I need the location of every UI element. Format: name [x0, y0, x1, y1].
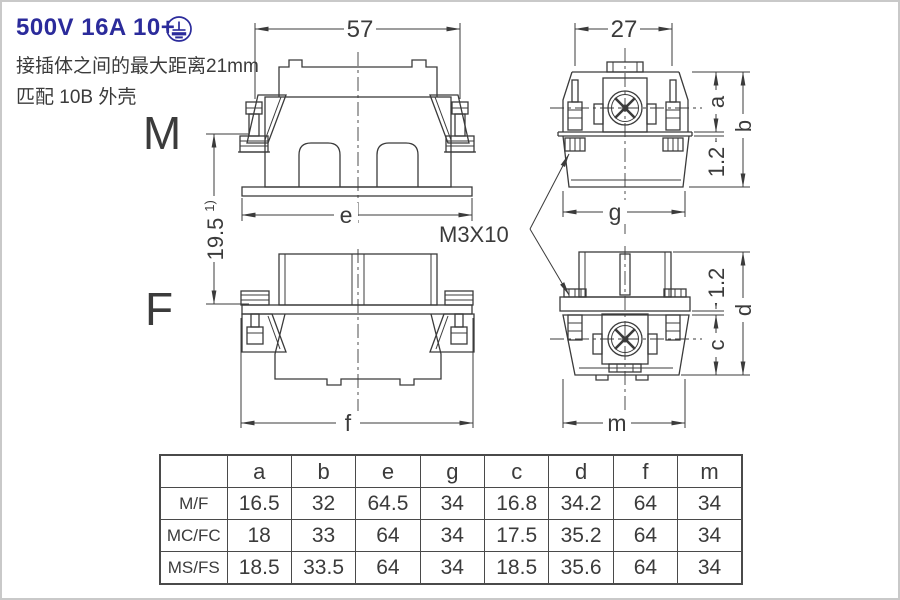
dim-value: 34: [419, 519, 486, 552]
male-view-label: M: [143, 107, 181, 159]
table-row: MC/FC 18 33 64 34 17.5 35.2 64 34: [159, 519, 743, 552]
male-side-view: 57 e: [238, 16, 476, 228]
col-header: f: [612, 454, 679, 488]
col-header: b: [290, 454, 357, 488]
table-corner-cell: [159, 454, 228, 488]
dim-g-label: g: [609, 199, 622, 225]
dim-value: 34.2: [548, 487, 614, 520]
dim-value: 34: [677, 487, 743, 520]
dim-value: 64.5: [355, 487, 421, 520]
dim-value: 34: [677, 519, 743, 552]
dim-value: 64: [612, 487, 679, 520]
col-header: a: [226, 454, 292, 488]
dim-value: 64: [355, 551, 421, 585]
female-side-view: f 19.5 1): [200, 133, 475, 436]
dim-value: 18: [226, 519, 292, 552]
female-view-label: F: [145, 283, 173, 335]
dim-27-label: 27: [611, 16, 638, 43]
protective-earth-icon: [166, 16, 192, 42]
dim-value: 34: [419, 487, 486, 520]
dim-m-label: m: [607, 410, 626, 436]
rating-text: 500V 16A 10+: [16, 14, 176, 41]
col-header: g: [419, 454, 486, 488]
dim-value: 16.8: [483, 487, 550, 520]
side-screw-right: [662, 79, 684, 152]
table-row: MS/FS 18.5 33.5 64 34 18.5 35.6 64 34: [159, 551, 743, 585]
mounting-screw-right: [444, 101, 476, 153]
dim-value: 33: [290, 519, 357, 552]
screw-callout: M3X10: [439, 153, 570, 296]
dim-57-label: 57: [347, 16, 374, 43]
mounting-screw-left: [240, 290, 270, 345]
dim-value: 64: [612, 551, 679, 585]
dimension-table: a b e g c d f m M/F 16.5 32 64.5 34 16.8…: [159, 454, 743, 585]
male-end-view: 27 a 1.2 b g: [550, 16, 756, 234]
dim-value: 18.5: [226, 551, 292, 585]
dim-19-5-label: 19.5: [203, 218, 228, 261]
note-housing: 匹配 10B 外壳: [16, 87, 137, 108]
dim-f-label: f: [345, 410, 352, 436]
note-max-distance: 接插体之间的最大距离21mm: [16, 56, 259, 77]
female-end-view: 1.2 c d m: [550, 246, 756, 436]
row-label: M/F: [159, 487, 228, 520]
table-row: M/F 16.5 32 64.5 34 16.8 34.2 64 34: [159, 487, 743, 520]
dim-gasket-bottom-label: 1.2: [704, 268, 729, 299]
mounting-screw-left: [238, 101, 270, 153]
dim-value: 64: [355, 519, 421, 552]
dim-value: 64: [612, 519, 679, 552]
dim-value: 34: [677, 551, 743, 585]
col-header: c: [483, 454, 550, 488]
dim-value: 32: [290, 487, 357, 520]
dim-value: 18.5: [483, 551, 550, 585]
dim-value: 16.5: [226, 487, 292, 520]
dim-value: 35.6: [548, 551, 614, 585]
side-screw-left: [564, 79, 586, 152]
dim-a-label: a: [704, 95, 729, 108]
row-label: MS/FS: [159, 551, 228, 585]
col-header: d: [548, 454, 614, 488]
dim-e-label: e: [340, 202, 353, 228]
dim-value: 35.2: [548, 519, 614, 552]
dim-c-label: c: [704, 340, 729, 351]
side-screw-right: [663, 288, 687, 341]
dim-b-label: b: [731, 120, 756, 132]
row-label: MC/FC: [159, 519, 228, 552]
col-header: e: [355, 454, 421, 488]
table-header-row: a b e g c d f m: [159, 454, 743, 488]
dim-value: 34: [419, 551, 486, 585]
mounting-screw-right: [444, 290, 474, 345]
col-header: m: [677, 454, 743, 488]
dim-gasket-top-label: 1.2: [704, 147, 729, 178]
dim-value: 17.5: [483, 519, 550, 552]
screw-callout-label: M3X10: [439, 222, 509, 247]
dim-value: 33.5: [290, 551, 357, 585]
dim-19-5-footnote: 1): [202, 200, 217, 212]
dim-d-label: d: [731, 304, 756, 316]
